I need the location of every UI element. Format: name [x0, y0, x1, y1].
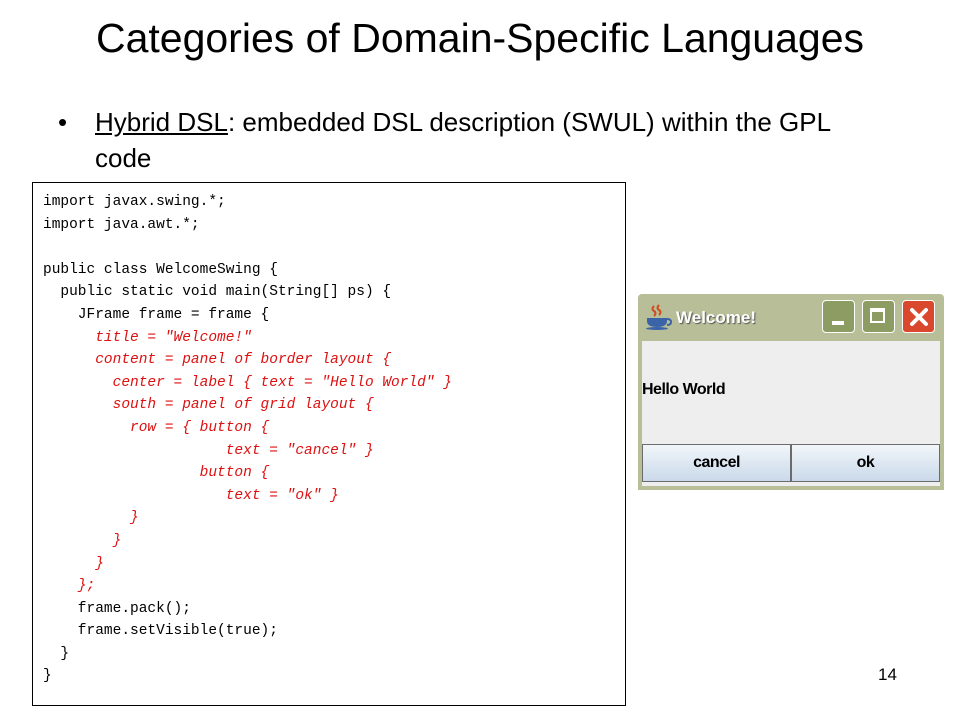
slide-title: Categories of Domain-Specific Languages: [95, 15, 865, 61]
code-line: };: [43, 578, 96, 595]
code-line: center = label { text = "Hello World" }: [43, 374, 452, 391]
code-line: title = "Welcome!": [43, 329, 252, 346]
window-content: Hello World cancel ok: [642, 341, 940, 486]
code-line: text = "ok" }: [43, 487, 339, 504]
code-line: public static void main(String[] ps) {: [43, 284, 392, 301]
code-line: JFrame frame = frame {: [43, 306, 270, 323]
code-line: }: [43, 510, 139, 527]
code-line: }: [43, 645, 70, 662]
code-line: frame.setVisible(true);: [43, 623, 278, 640]
code-line: }: [43, 532, 122, 549]
page-number: 14: [878, 665, 897, 684]
code-line: }: [43, 555, 104, 572]
code-line: south = panel of grid layout {: [43, 397, 374, 414]
bullet-term: Hybrid DSL: [95, 107, 228, 137]
code-line: frame.pack();: [43, 600, 191, 617]
ok-button[interactable]: ok: [791, 444, 940, 482]
code-line: }: [43, 668, 52, 685]
code-line: import java.awt.*;: [43, 216, 200, 233]
close-button[interactable]: [902, 300, 935, 333]
window-titlebar[interactable]: Welcome!: [638, 294, 944, 341]
code-listing: import javax.swing.*; import java.awt.*; p…: [32, 182, 626, 706]
code-line: row = { button {: [43, 419, 270, 436]
code-line: public class WelcomeSwing {: [43, 261, 278, 278]
code-line: button {: [43, 465, 270, 482]
swing-window: Welcome! Hello World cancel ok: [638, 294, 944, 490]
bullet-description: : embedded DSL description (SWUL) within…: [95, 107, 831, 173]
minimize-button[interactable]: [822, 300, 855, 333]
java-coffee-icon: [646, 304, 672, 330]
cancel-button[interactable]: cancel: [642, 444, 791, 482]
code-line: content = panel of border layout {: [43, 352, 392, 369]
bullet-marker: •: [58, 107, 68, 137]
hello-label: Hello World: [642, 381, 726, 398]
code-line: text = "cancel" }: [43, 442, 374, 459]
bullet-text: Hybrid DSL: embedded DSL description (SW…: [95, 104, 855, 176]
maximize-button[interactable]: [862, 300, 895, 333]
code-line: [43, 236, 625, 259]
close-icon: [910, 308, 928, 326]
code-line: import javax.swing.*;: [43, 194, 226, 210]
window-title: Welcome!: [676, 308, 756, 327]
